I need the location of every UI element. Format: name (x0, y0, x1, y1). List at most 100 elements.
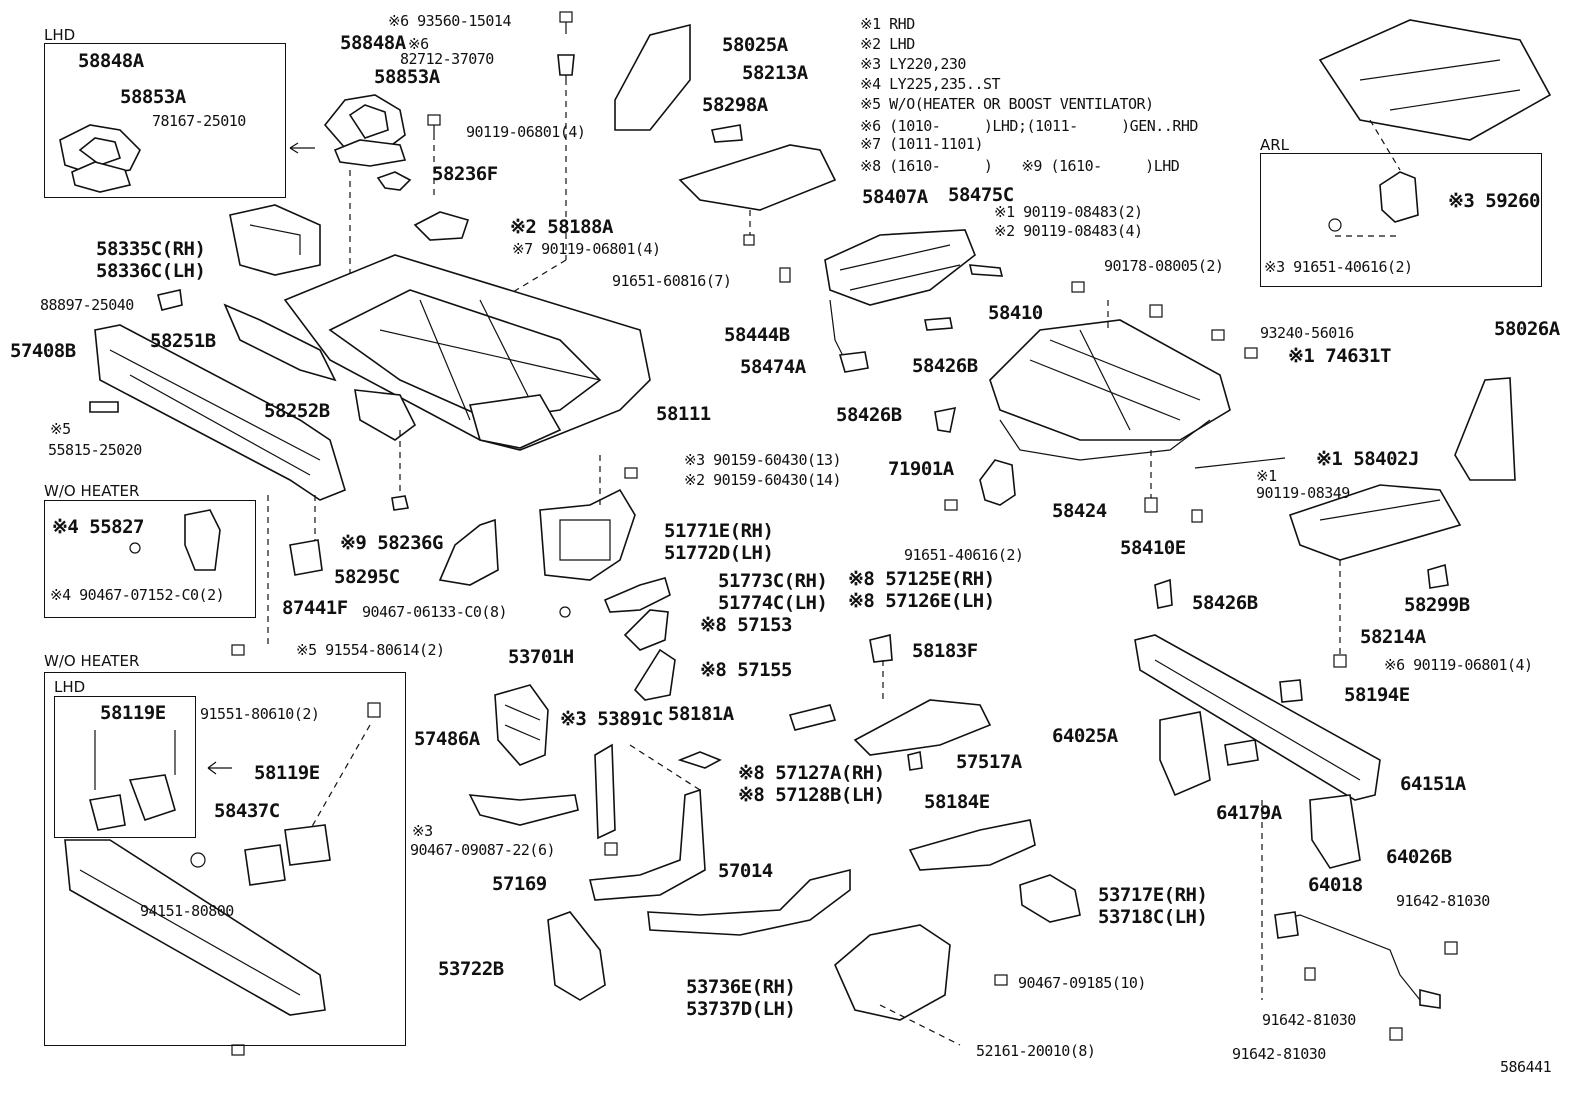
part-label: 53718C(LH) (1098, 906, 1208, 928)
part-label: 58848A (78, 50, 144, 72)
part-label: 58853A (374, 66, 440, 88)
part-label: ※9 58236G (340, 532, 443, 554)
part-label: 87441F (282, 597, 348, 619)
part-label: 58194E (1344, 684, 1410, 706)
note-8: ※8 (1610- ) ※9 (1610- )LHD (860, 157, 1180, 175)
part-label: ※3 (412, 822, 433, 840)
part-label: 90119-08349 (1256, 484, 1350, 502)
part-label: 58410E (1120, 537, 1186, 559)
part-label: 58426B (912, 355, 978, 377)
part-label: 58335C(RH) (96, 238, 206, 260)
part-label: 58853A (120, 86, 186, 108)
part-label: 58407A (862, 186, 928, 208)
diagram-id: 586441 (1500, 1058, 1552, 1076)
part-label: 91642-81030 (1396, 892, 1490, 910)
part-label: 58437C (214, 800, 280, 822)
part-label: 53717E(RH) (1098, 884, 1208, 906)
part-label: ※6 93560-15014 (388, 12, 511, 30)
part-label: 58184E (924, 791, 990, 813)
part-label: 93240-56016 (1260, 324, 1354, 342)
part-label: 90467-09185(10) (1018, 974, 1146, 992)
part-label: 58236F (432, 163, 498, 185)
part-label: 58444B (724, 324, 790, 346)
part-label: 64026B (1386, 846, 1452, 868)
box-title-lhd-top: LHD (44, 26, 76, 44)
boot-58848a-lhd (59, 124, 141, 193)
part-label: 58298A (702, 94, 768, 116)
part-label: ※2 58188A (510, 216, 613, 238)
part-label: 58426B (1192, 592, 1258, 614)
part-label: 58336C(LH) (96, 260, 206, 282)
part-label: 51772D(LH) (664, 542, 774, 564)
part-label: 90178-08005(2) (1104, 257, 1224, 275)
tray-58410 (989, 319, 1231, 461)
part-label: 53701H (508, 646, 574, 668)
box-wo-heater-2 (44, 672, 406, 1046)
part-label: ※4 90467-07152-C0(2) (50, 586, 225, 604)
note-7: ※7 (1011-1101) (860, 135, 983, 153)
part-label: ※2 90159-60430(14) (684, 471, 842, 489)
part-label: 58475C (948, 184, 1014, 206)
part-label: 57517A (956, 751, 1022, 773)
part-label: 91642-81030 (1232, 1045, 1326, 1063)
part-label: 91651-60816(7) (612, 272, 732, 290)
part-label: ※1 74631T (1288, 345, 1391, 367)
note-1: ※1 RHD (860, 15, 915, 33)
part-label: 51773C(RH) (718, 570, 828, 592)
part-label: ※8 57155 (700, 659, 793, 681)
part-label: 91651-40616(2) (904, 546, 1024, 564)
part-label: ※6 90119-06801(4) (1384, 656, 1533, 674)
part-label: 94151-80800 (140, 902, 234, 920)
part-label: 64179A (1216, 802, 1282, 824)
part-label: 88897-25040 (40, 296, 134, 314)
part-label: 58251B (150, 330, 216, 352)
part-label: ※5 (50, 420, 71, 438)
part-label: 58295C (334, 566, 400, 588)
part-label: ※6 (408, 35, 429, 53)
part-label: 57169 (492, 873, 547, 895)
part-label: 58183F (912, 640, 978, 662)
part-label: 58119E (100, 702, 166, 724)
part-label: ※1 58402J (1316, 448, 1419, 470)
part-label: 78167-25010 (152, 112, 246, 130)
part-label: 53736E(RH) (686, 976, 796, 998)
clip-82712 (557, 54, 575, 85)
note-5: ※5 W/O(HEATER OR BOOST VENTILATOR) (860, 95, 1154, 113)
part-label: 57486A (414, 728, 480, 750)
part-label: 55815-25020 (48, 441, 142, 459)
part-label: ※5 91554-80614(2) (296, 641, 445, 659)
part-label: 58299B (1404, 594, 1470, 616)
part-label: 90119-06801(4) (466, 123, 586, 141)
note-3: ※3 LY220,230 (860, 55, 966, 73)
part-label: 71901A (888, 458, 954, 480)
part-label: 53722B (438, 958, 504, 980)
part-label: 57014 (718, 860, 773, 882)
part-label: 90467-06133-C0(8) (362, 603, 508, 621)
part-label: 52161-20010(8) (976, 1042, 1096, 1060)
note-4: ※4 LY225,235..ST (860, 75, 1001, 93)
box-arl (1260, 153, 1542, 287)
part-label: ※8 57128B(LH) (738, 784, 885, 806)
part-label: 64018 (1308, 874, 1363, 896)
floor-pan-58111 (283, 254, 651, 451)
part-label: 53737D(LH) (686, 998, 796, 1020)
note-2: ※2 LHD (860, 35, 915, 53)
part-label: ※3 59260 (1448, 190, 1541, 212)
part-label: 51771E(RH) (664, 520, 774, 542)
part-label: 90467-09087-22(6) (410, 841, 556, 859)
part-label: 58025A (722, 34, 788, 56)
part-label: ※4 55827 (52, 516, 145, 538)
part-label: 58474A (740, 356, 806, 378)
part-label: 58252B (264, 400, 330, 422)
part-label: 58181A (668, 703, 734, 725)
part-label: 58424 (1052, 500, 1107, 522)
part-label: ※8 57126E(LH) (848, 590, 995, 612)
part-label: 58026A (1494, 318, 1560, 340)
part-label: ※3 91651-40616(2) (1264, 258, 1413, 276)
box-lhd-top (44, 43, 286, 198)
part-label: 58848A (340, 32, 406, 54)
part-label: ※7 90119-06801(4) (512, 240, 661, 258)
part-label: 58119E (254, 762, 320, 784)
box-lhd-inner (54, 696, 196, 838)
